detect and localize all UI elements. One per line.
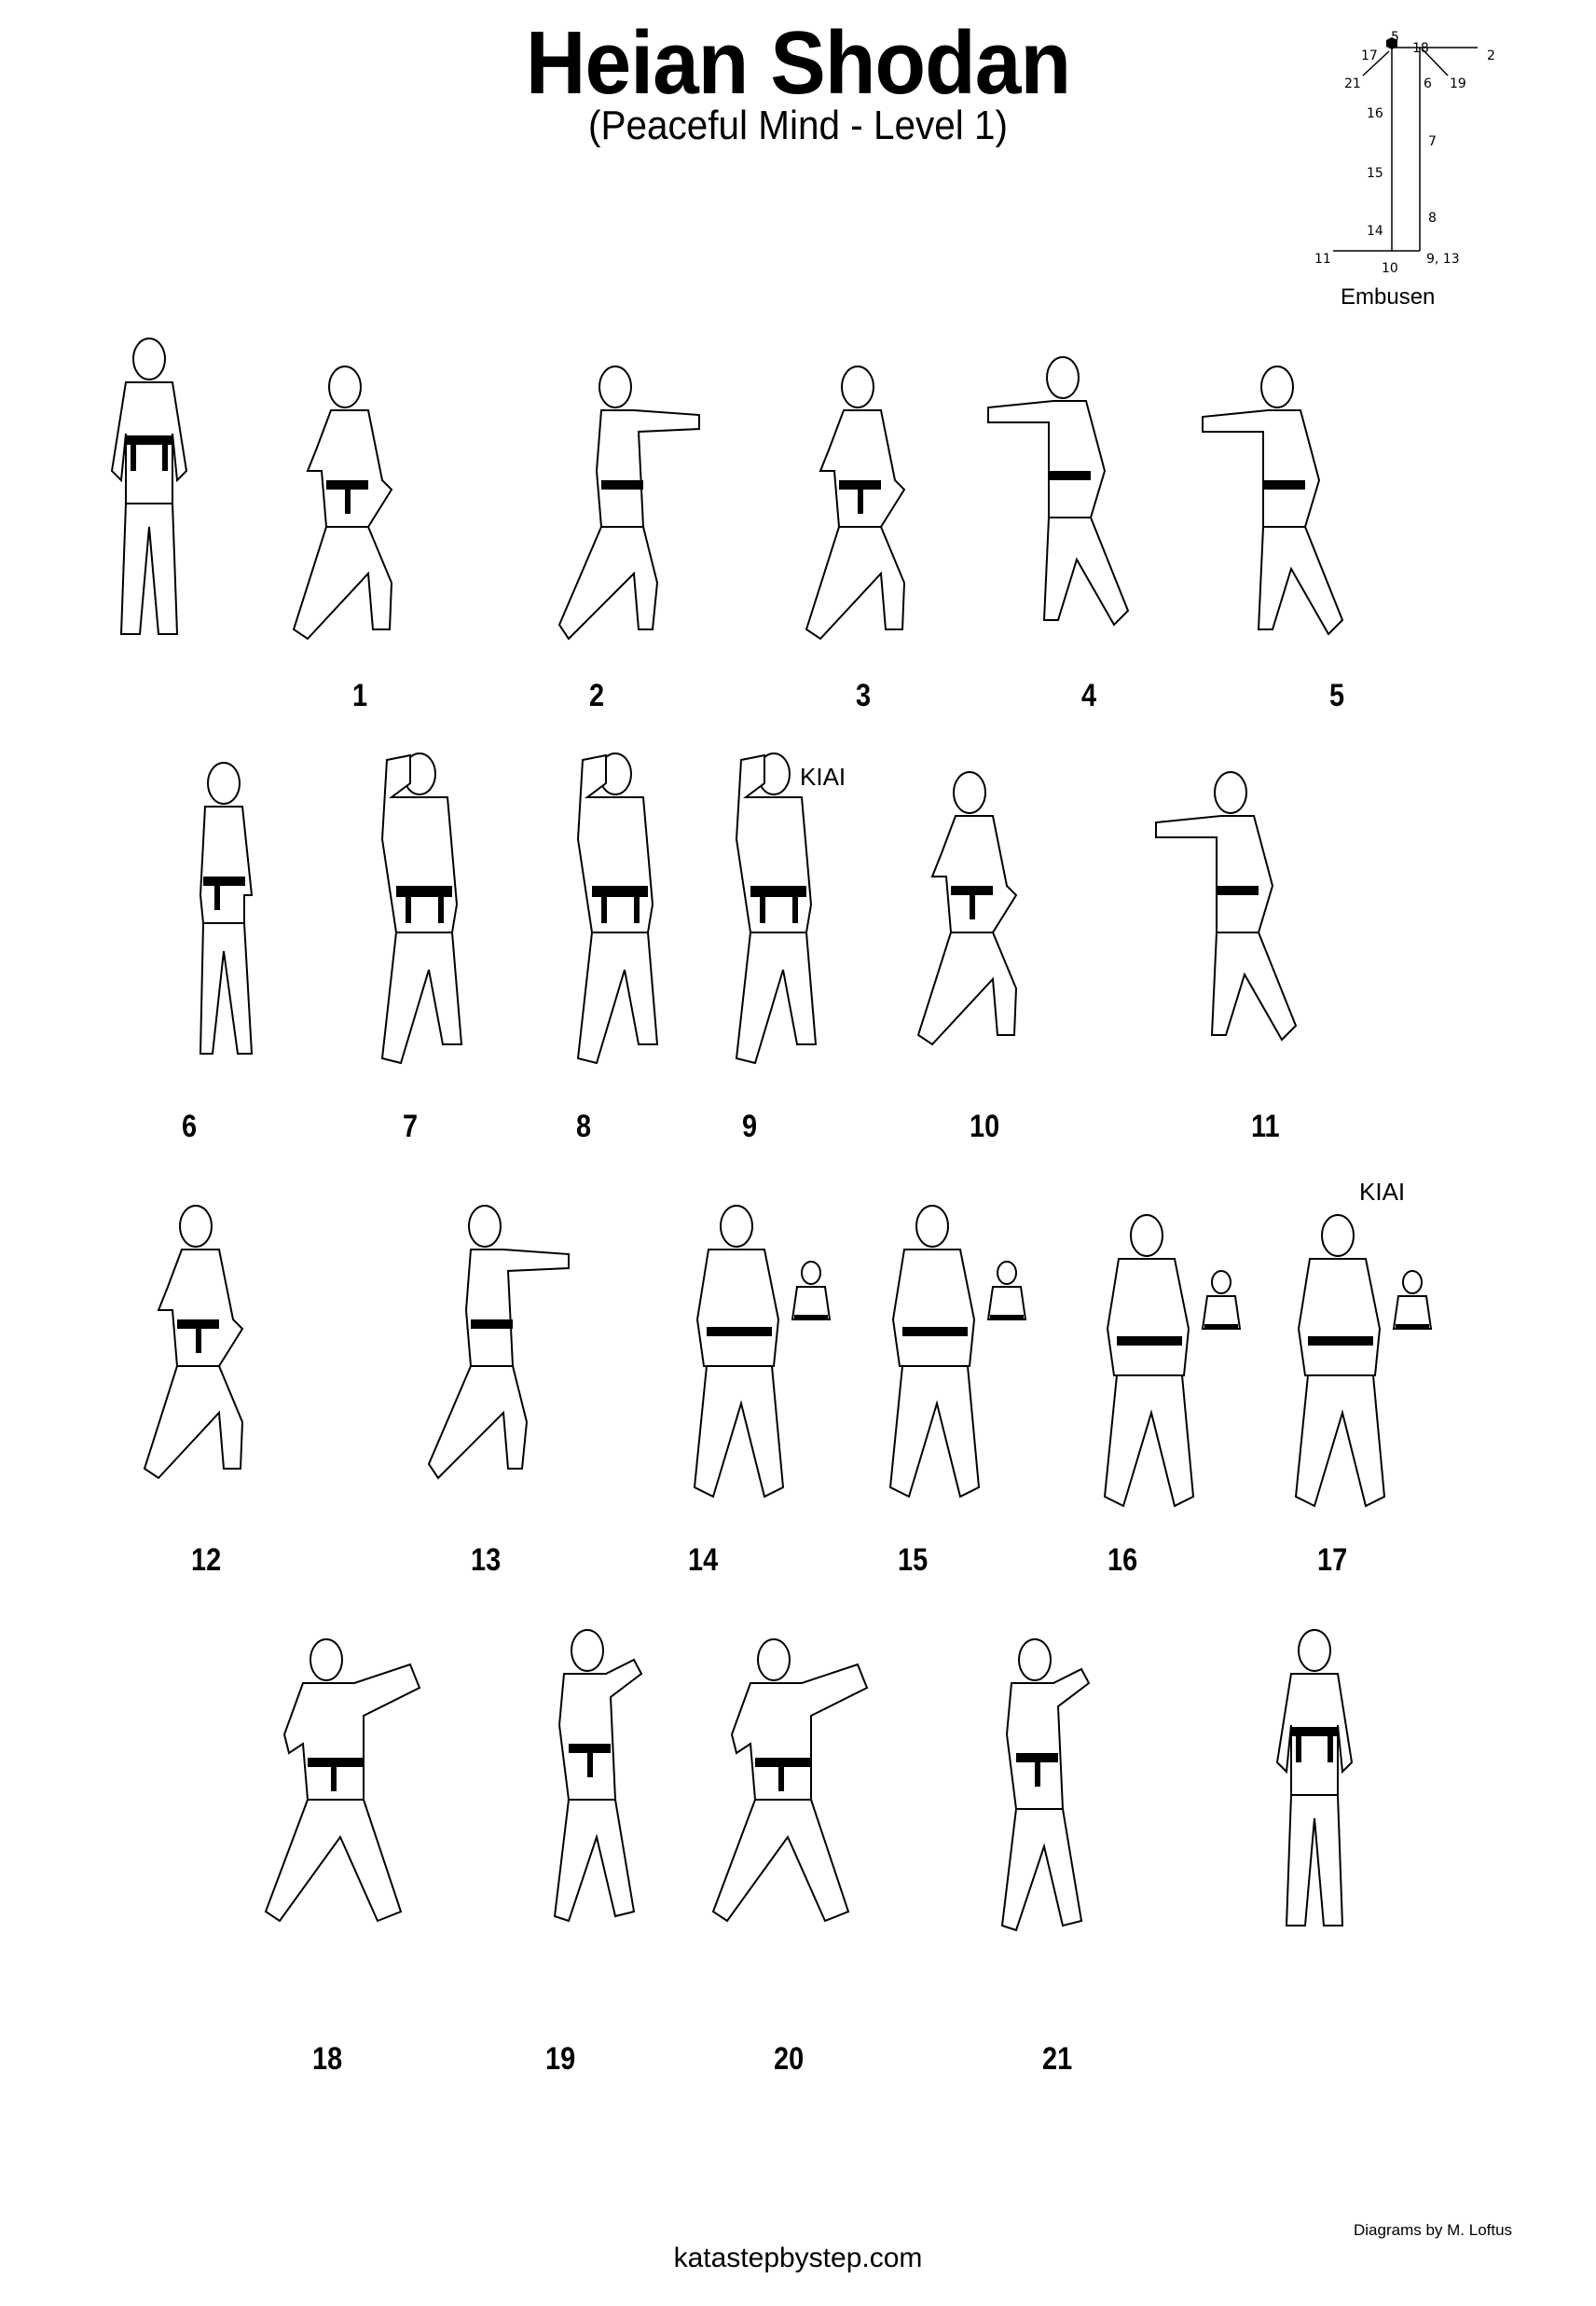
- step-number: 19: [545, 2041, 576, 2077]
- step-number: 21: [1042, 2041, 1073, 2077]
- kata-figure-end: [1231, 1622, 1408, 1963]
- credit-text: Diagrams by M. Loftus: [1354, 2221, 1513, 2239]
- embusen-point-label: 6: [1424, 76, 1432, 91]
- step-number: 18: [312, 2041, 343, 2077]
- step-number: 8: [576, 1109, 592, 1144]
- kata-figure-21: [951, 1632, 1128, 1972]
- embusen-label: Embusen: [1341, 284, 1436, 310]
- kata-figure-6: [140, 755, 317, 1096]
- kata-figure-12: [112, 1198, 289, 1539]
- embusen-point-label: 2: [1487, 48, 1495, 63]
- kata-figure-3: [774, 359, 951, 699]
- step-number: 6: [182, 1109, 198, 1144]
- kata-figure-7: [336, 746, 513, 1086]
- kata-figure-1: [261, 359, 438, 699]
- kata-figure-10: [886, 765, 1063, 1105]
- step-number: 7: [403, 1109, 419, 1144]
- step-number: 13: [471, 1542, 502, 1578]
- embusen-point-label: 21: [1344, 76, 1361, 91]
- kata-figure-18: [242, 1632, 421, 1972]
- step-number: 20: [774, 2041, 805, 2077]
- step-number: 10: [970, 1109, 1000, 1144]
- kiai-label: KIAI: [800, 763, 846, 791]
- kata-figure-5: [1193, 359, 1370, 699]
- kata-figure-13: [401, 1198, 578, 1539]
- embusen-point-label: 14: [1367, 224, 1383, 239]
- step-number: 17: [1317, 1542, 1348, 1578]
- step-number: 11: [1251, 1109, 1280, 1144]
- kata-figure-19: [503, 1622, 681, 1963]
- step-number: 2: [589, 678, 605, 713]
- step-number: 9: [742, 1109, 758, 1144]
- site-url: katastepbystep.com: [673, 2243, 923, 2273]
- step-number: 16: [1108, 1542, 1138, 1578]
- embusen-diagram: 5 17 18 2 21 6 19 16 7 15 8 14 11 10 9, 13: [1314, 30, 1495, 276]
- step-number: 12: [191, 1542, 222, 1578]
- kata-figure-8: [531, 746, 709, 1086]
- step-number: 15: [898, 1542, 929, 1578]
- step-number: 14: [688, 1542, 719, 1578]
- kata-figure-15: [848, 1198, 1027, 1539]
- embusen-point-label: 18: [1412, 41, 1429, 56]
- embusen-point-label: 19: [1450, 76, 1466, 91]
- kiai-label: KIAI: [1359, 1178, 1406, 1206]
- kata-figure-9: [690, 746, 867, 1086]
- kata-figure-4: [979, 350, 1156, 690]
- kata-figure-20: [690, 1632, 869, 1972]
- kata-figure-16: [1063, 1208, 1242, 1548]
- embusen-point-label: 8: [1428, 211, 1437, 226]
- step-number: 5: [1329, 678, 1345, 713]
- kata-figure-14: [653, 1198, 832, 1539]
- kata-figure-17: [1254, 1208, 1433, 1548]
- kata-figure-2: [531, 359, 709, 699]
- embusen-point-label: 17: [1361, 48, 1378, 63]
- step-number: 3: [856, 678, 872, 713]
- page-subtitle: (Peaceful Mind - Level 1): [588, 103, 1008, 148]
- embusen-point-label: 10: [1382, 261, 1398, 276]
- page-title: Heian Shodan: [525, 13, 1071, 113]
- embusen-point-label: 9, 13: [1426, 252, 1460, 267]
- kata-figure-11: [1147, 765, 1324, 1105]
- embusen-point-label: 7: [1428, 134, 1437, 149]
- embusen-point-label: 11: [1314, 252, 1331, 267]
- step-number: 1: [352, 678, 368, 713]
- embusen-point-label: 16: [1367, 106, 1383, 121]
- embusen-point-label: 15: [1367, 166, 1383, 181]
- embusen-point-label: 5: [1391, 30, 1399, 45]
- step-number: 4: [1081, 678, 1097, 713]
- kata-figure-start: [65, 331, 242, 671]
